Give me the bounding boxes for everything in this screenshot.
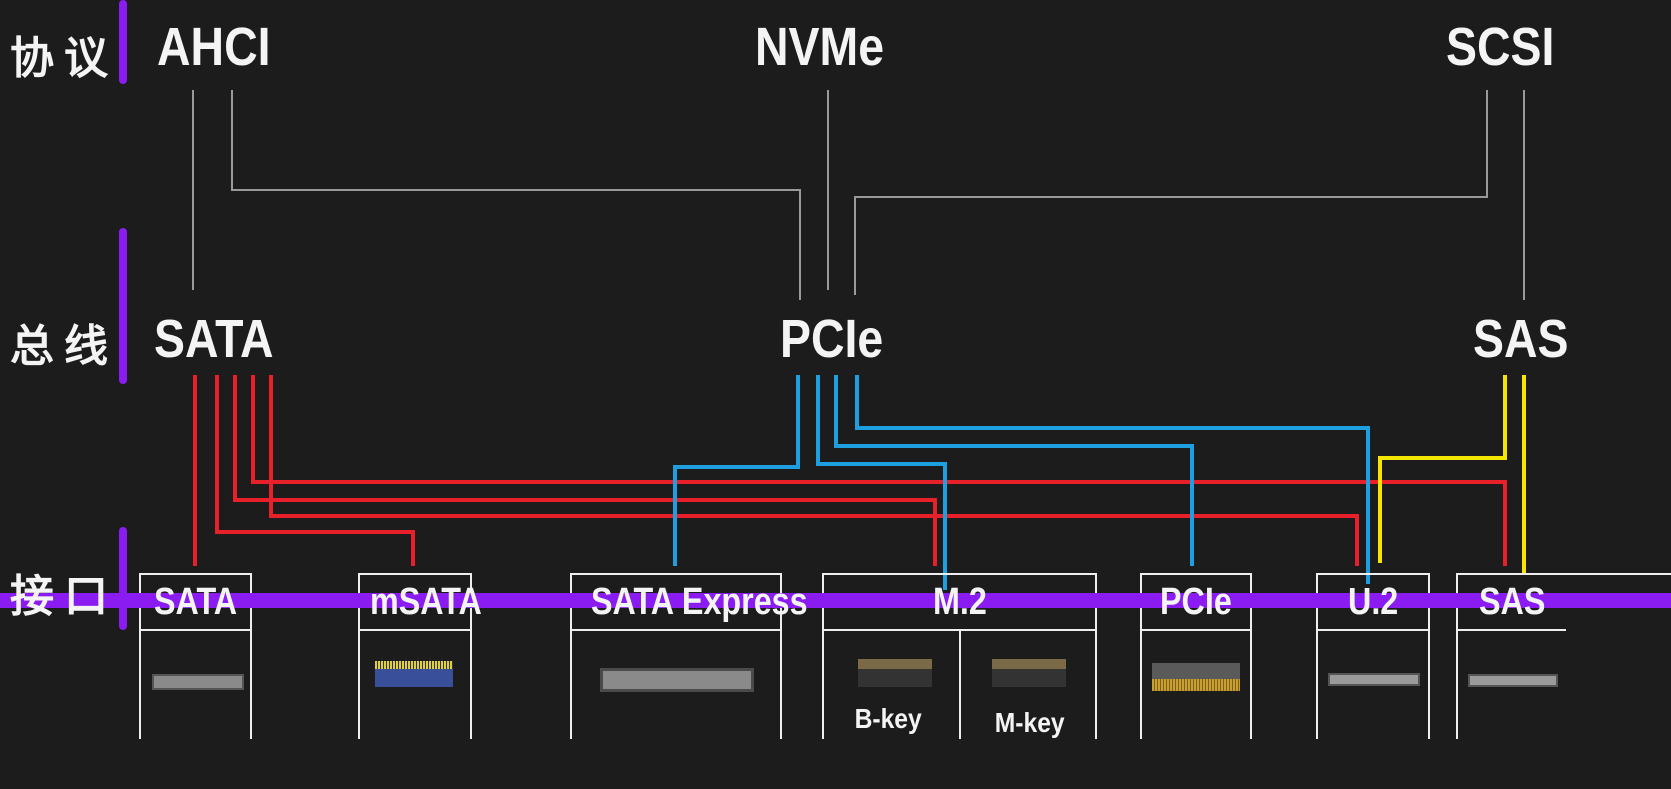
interface-row-line [0,593,1671,608]
protocol-row-bar [119,0,127,84]
interface-row-bar [119,527,127,630]
link-sata-msata [215,375,415,566]
m2-divider [959,629,961,739]
link-pcie-pcie [834,375,1194,566]
msata-card-image [375,661,453,669]
link-sas-u2 [1378,375,1507,563]
interface-sata-label: SATA [153,581,238,623]
link-pcie-u2 [855,375,1370,584]
m2-mkey-connector-image [992,659,1066,687]
interface-sas: SAS [1456,573,1671,739]
row-label-bus: 总线 [10,321,118,372]
bus-row-bar [119,228,127,384]
protocol-nvme: NVMe [755,17,885,77]
link-sata-u2 [269,375,1359,566]
protocol-ahci: AHCI [157,17,271,77]
link-ahci-pcie [231,90,801,300]
interface-m2-label: M.2 [932,581,987,623]
u2-connector-image [1328,673,1420,686]
interface-msata: mSATA [358,573,472,739]
interface-pcie-label: PCIe [1160,581,1232,623]
link-pcie-m2 [816,375,947,590]
link-pcie-sataexpress [673,375,800,566]
pcie-gold-fingers [1152,679,1240,691]
sata-connector-image [152,674,244,690]
interface-sas-label: SAS [1478,581,1546,623]
interface-u2-label: U.2 [1347,581,1399,623]
link-sata-sas [251,375,1507,566]
msata-pcb [375,669,453,687]
m2-mkey-label: M-key [994,707,1065,738]
sata-express-connector-image [600,668,754,692]
sas-connector-image [1468,674,1558,687]
interface-m2: M.2 B-key M-key [822,573,1097,739]
m2-bkey-connector-image [858,659,932,687]
interface-msata-label: mSATA [369,581,482,623]
protocol-scsi: SCSI [1446,17,1555,77]
bus-sata: SATA [154,309,274,369]
row-label-interface: 接口 [10,571,118,622]
interface-sata: SATA [139,573,252,739]
interface-u2: U.2 [1316,573,1430,739]
link-sata-m2 [233,375,937,566]
bus-pcie: PCIe [780,309,884,369]
interface-pcie: PCIe [1140,573,1252,739]
link-scsi-pcie [854,90,1488,295]
interface-sata-express: SATA Express [570,573,782,739]
m2-bkey-label: B-key [854,703,922,734]
interface-sata-express-label: SATA Express [591,581,808,623]
row-label-protocol: 协议 [10,33,118,84]
bus-sas: SAS [1473,309,1569,369]
pcie-card-image [1152,663,1240,679]
